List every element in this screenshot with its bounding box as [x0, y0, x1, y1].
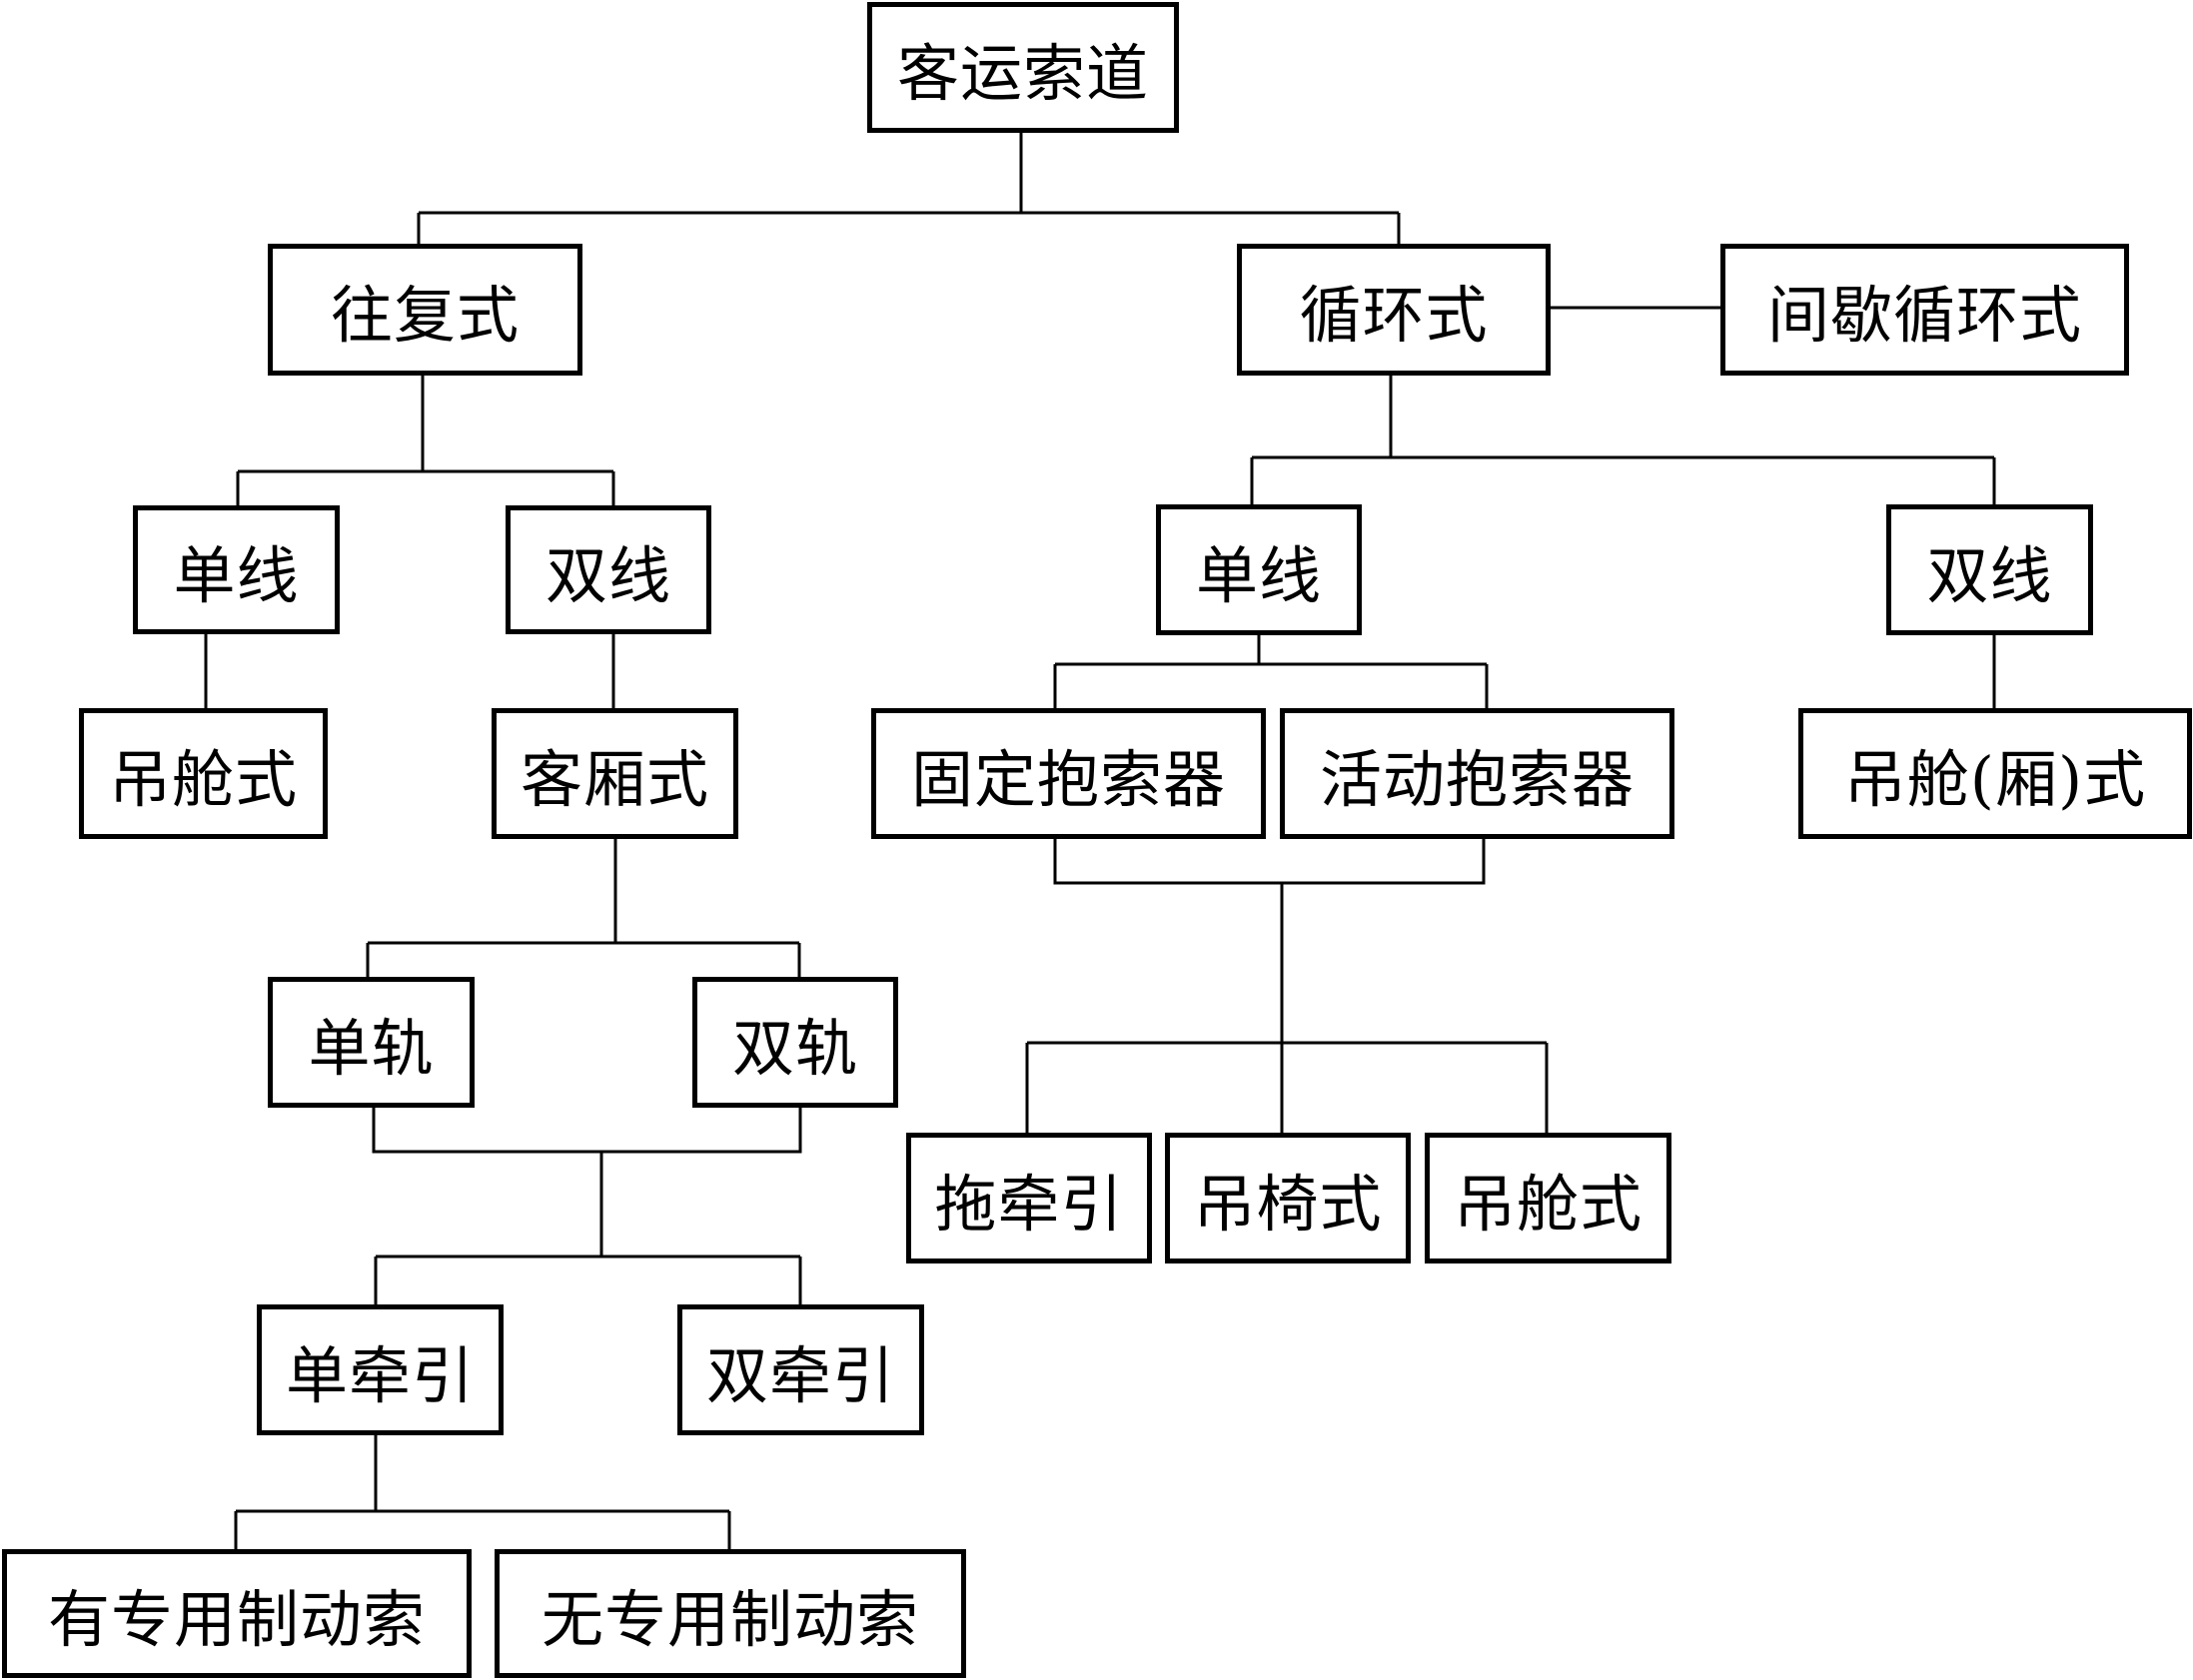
connector-root [417, 131, 1401, 244]
connector-tracks [372, 1106, 802, 1304]
node-rec-cabin: 客厢式 [492, 708, 738, 839]
connector-haul [234, 1432, 731, 1549]
node-root: 客运索道 [867, 2, 1179, 133]
connector-circ-single [1053, 633, 1489, 708]
node-single-haul: 单牵引 [257, 1304, 504, 1435]
node-fixed-grip: 固定抱索器 [871, 708, 1266, 839]
node-detachable-grip: 活动抱索器 [1280, 708, 1674, 839]
node-rec-single-line: 单线 [133, 505, 340, 634]
node-rec-double-line: 双线 [506, 505, 711, 634]
node-double-haul: 双牵引 [677, 1304, 924, 1435]
connector-circulating [1250, 374, 1996, 504]
node-surface-lift: 拖牵引 [906, 1133, 1152, 1263]
node-chairlift: 吊椅式 [1165, 1133, 1411, 1263]
node-with-brake-rope: 有专用制动索 [2, 1549, 472, 1678]
node-single-track: 单轨 [268, 977, 475, 1108]
node-circ-gondola-cabin: 吊舱(厢)式 [1798, 708, 2192, 839]
connector-cabin [366, 836, 801, 977]
node-circ-single-line: 单线 [1156, 504, 1362, 635]
node-circ-double-line: 双线 [1886, 504, 2093, 635]
node-double-track: 双轨 [692, 977, 898, 1108]
node-circulating: 循环式 [1237, 244, 1551, 376]
node-without-brake-rope: 无专用制动索 [495, 1549, 966, 1678]
node-circ-gondola: 吊舱式 [1425, 1133, 1671, 1263]
node-intermittent-circulating: 间歇循环式 [1720, 244, 2129, 376]
connector-reciprocating [236, 374, 615, 505]
node-reciprocating: 往复式 [268, 244, 582, 376]
connector-grips [1025, 836, 1549, 1133]
node-rec-gondola: 吊舱式 [79, 708, 328, 839]
